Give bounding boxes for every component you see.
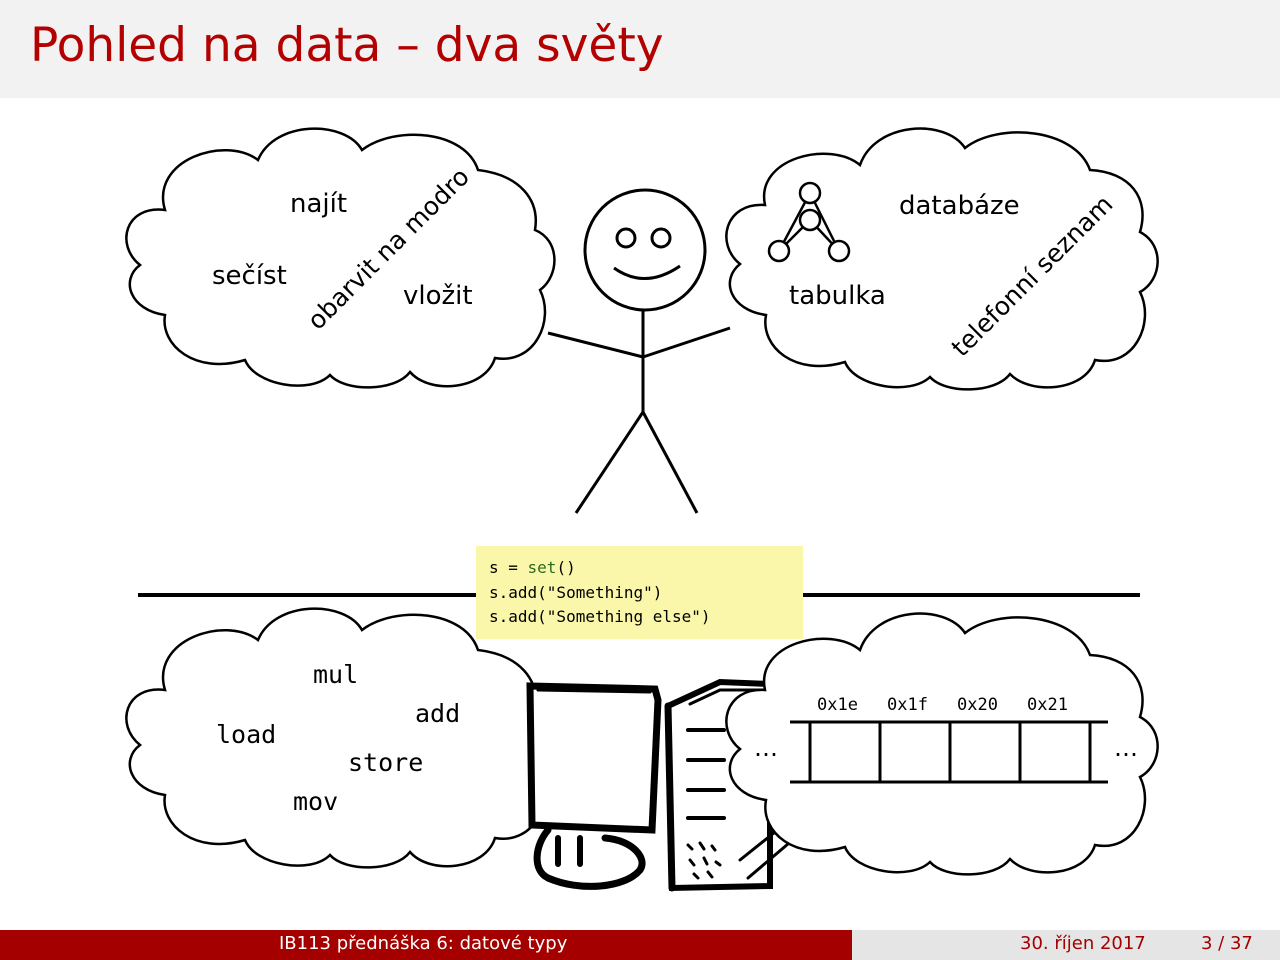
cloud-bottom-right xyxy=(725,612,1159,876)
instr-add: add xyxy=(415,699,460,728)
addr-0x1f: 0x1f xyxy=(887,695,928,715)
instr-store: store xyxy=(348,748,423,777)
word-najit: najít xyxy=(290,189,347,219)
code-text: () xyxy=(556,558,576,577)
footer-page-number: 3 / 37 xyxy=(1201,933,1253,954)
addr-0x20: 0x20 xyxy=(957,695,998,715)
code-line-1: s = set() xyxy=(489,560,576,576)
ellipsis-right: … xyxy=(1114,734,1138,762)
addr-0x21: 0x21 xyxy=(1027,695,1068,715)
memory-cells xyxy=(790,720,1108,784)
cloud-bottom-left xyxy=(125,607,556,869)
monitor-sketch xyxy=(526,682,662,890)
addr-0x1e: 0x1e xyxy=(817,695,858,715)
title-bar xyxy=(0,0,1280,98)
footer-date: 30. říjen 2017 xyxy=(1020,933,1146,954)
code-box xyxy=(476,546,803,639)
tree-icon xyxy=(767,181,851,263)
footer-bar-right xyxy=(852,930,1280,960)
instr-mul: mul xyxy=(313,660,358,689)
instr-load: load xyxy=(216,720,276,749)
code-keyword: set xyxy=(527,558,557,577)
code-text: s = xyxy=(489,558,528,577)
slide-title: Pohled na data – dva světy xyxy=(30,18,664,73)
illustration: najít sečíst obarvit na modro vložit dat… xyxy=(125,127,1159,892)
word-tabulka: tabulka xyxy=(789,281,886,311)
footer-lecture: IB113 přednáška 6: datové typy xyxy=(279,933,568,954)
ellipsis-left: … xyxy=(754,734,778,762)
cloud-top-right xyxy=(725,127,1159,391)
word-vlozit: vložit xyxy=(403,281,473,311)
code-line-3: s.add("Something else") xyxy=(489,607,711,626)
instr-mov: mov xyxy=(293,787,338,816)
head xyxy=(583,188,707,312)
cloud-top-left xyxy=(125,127,556,389)
footer-bar-left xyxy=(0,930,852,960)
word-databaze: databáze xyxy=(899,191,1020,221)
word-secist: sečíst xyxy=(212,261,287,291)
code-line-2: s.add("Something") xyxy=(489,583,663,602)
